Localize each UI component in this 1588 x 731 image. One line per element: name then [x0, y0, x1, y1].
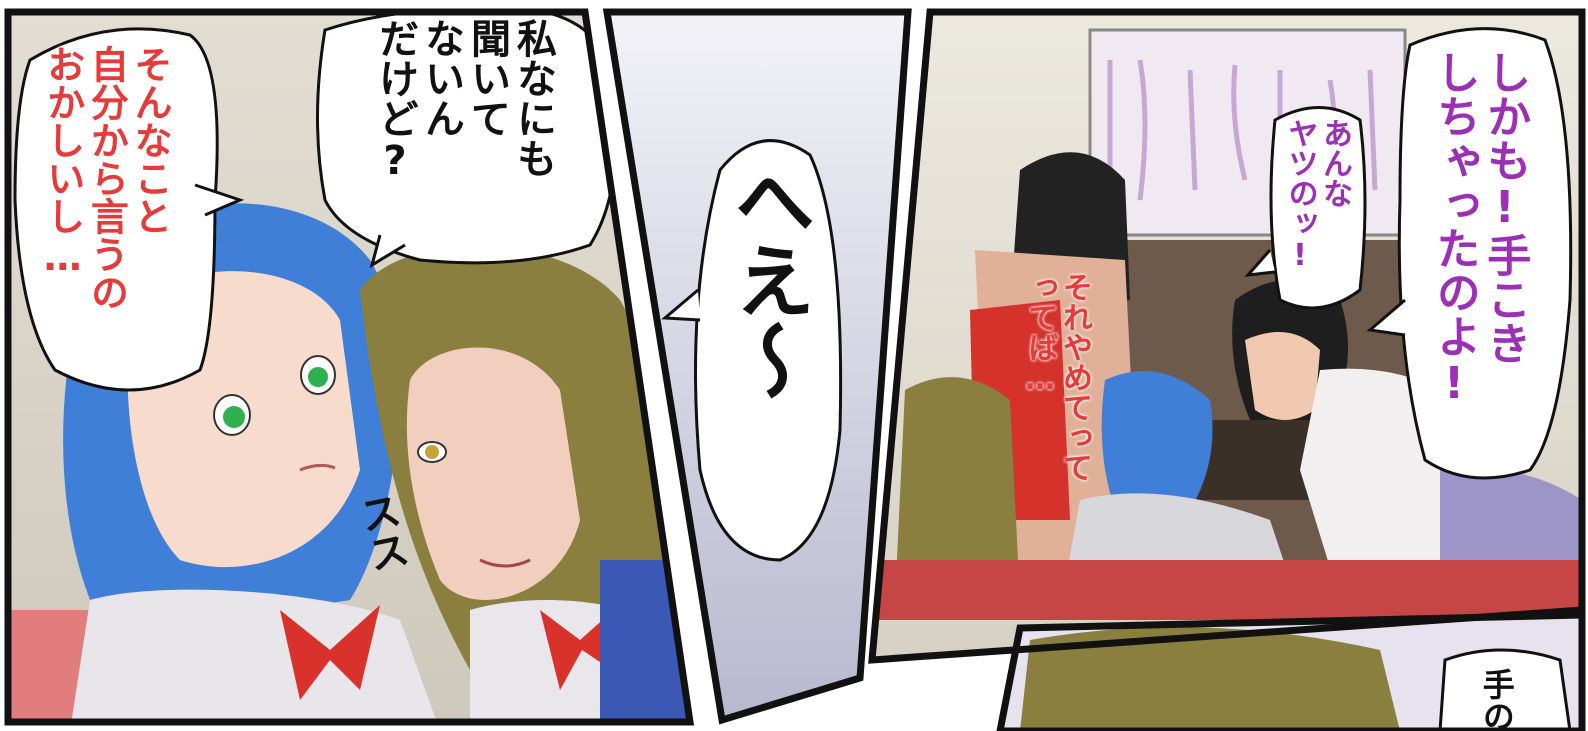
blue-hair-back: [1101, 371, 1213, 510]
bubble-purple-small-shape: [1269, 106, 1367, 310]
ribbon-left: [280, 605, 380, 700]
left-black-speech: 私なにも 聞いて ないん だけど?: [372, 18, 556, 184]
right-purple-small-speech: あんな ヤツのッ!: [1282, 118, 1353, 273]
olive-hair-back: [895, 377, 1020, 600]
olive-girl-face: [406, 347, 580, 600]
bottom-right-speech: 手の: [1478, 668, 1515, 731]
bubble-middle-shape: [694, 139, 843, 562]
right-purple-large-speech: しかも!手こき しちゃったのよ!: [1428, 50, 1531, 409]
right-panel: [872, 12, 1582, 660]
bubble-purple-large-shape: [1397, 27, 1573, 480]
bottom-right-panel: [1000, 615, 1582, 731]
left-panel: [8, 12, 690, 722]
bubble-black-left-shape: [316, 12, 619, 265]
left-red-speech: そんなこと 自分から言うの おかしいし…: [40, 45, 173, 311]
middle-speech: へえ〜: [722, 160, 815, 400]
right-red-speech: それやめてって ってば…: [1022, 272, 1093, 482]
red-sofa-right: [872, 560, 1582, 620]
bubble-red-left-shape: [13, 27, 219, 392]
blue-girl-shirt: [70, 589, 440, 722]
